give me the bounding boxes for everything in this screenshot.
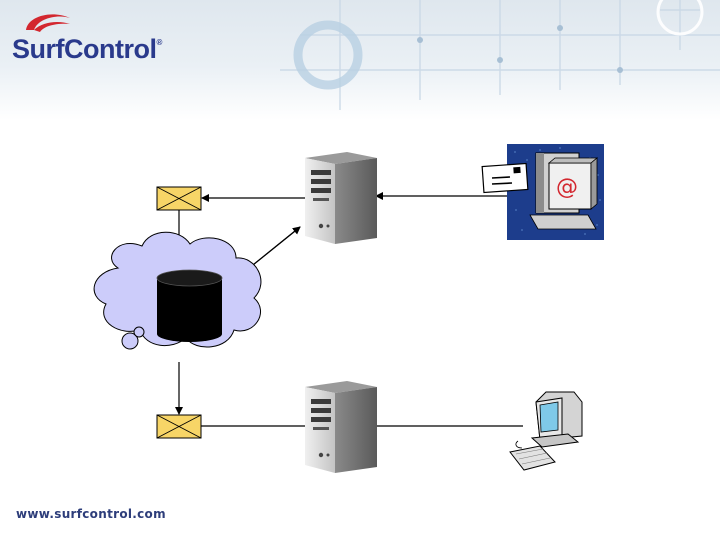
server-icon [305, 381, 377, 473]
svg-text:@: @ [556, 175, 578, 200]
header-banner: SurfControl® [0, 0, 720, 120]
logo-wordmark: SurfControl® [12, 34, 162, 64]
envelope-icon [156, 414, 202, 439]
envelope-icon [156, 186, 202, 211]
decorative-circuit-pattern [280, 0, 720, 110]
workstation-icon [509, 391, 583, 471]
footer-url[interactable]: www.surfcontrol.com [16, 507, 166, 521]
server-icon [305, 152, 377, 244]
email-computer-icon: @ [481, 144, 604, 240]
surfcontrol-logo: SurfControl® [12, 8, 172, 66]
connectors [175, 192, 523, 427]
logo-swoosh-icon [26, 14, 70, 32]
database-icon [156, 269, 223, 342]
